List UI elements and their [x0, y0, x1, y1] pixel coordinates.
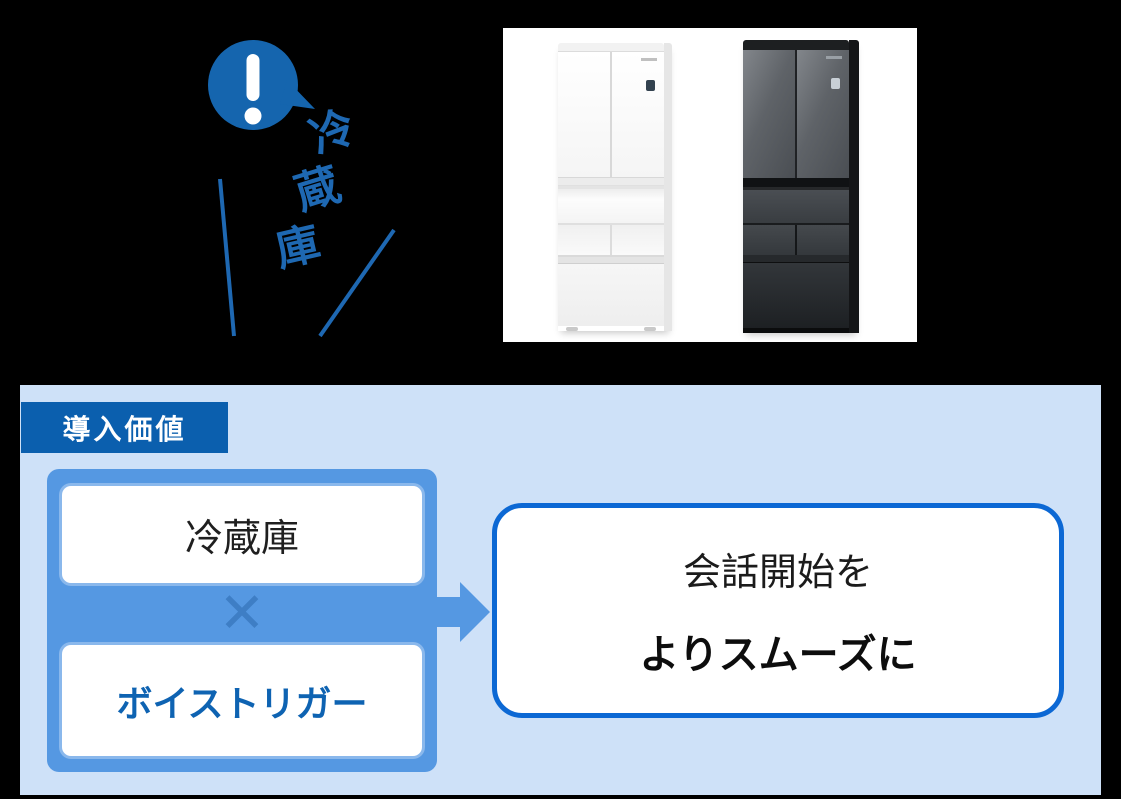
combination-group: 冷蔵庫 ✕ ボイストリガー: [47, 469, 437, 772]
brand-mark: [826, 56, 842, 59]
right-arrow-icon: [437, 597, 460, 627]
fridge-top-cap: [558, 43, 664, 52]
emphasis-line-left: [218, 178, 236, 337]
white-refrigerator-image: [558, 43, 672, 332]
fridge-drawer: [558, 254, 664, 327]
fridge-drawer: [797, 225, 849, 255]
fridge-drawer: [743, 255, 849, 328]
factor-label: ボイストリガー: [116, 682, 368, 724]
vertical-label: 冷 蔵 庫: [0, 0, 450, 360]
vertical-label-char: 蔵: [289, 159, 347, 220]
black-refrigerator-image: [743, 40, 859, 333]
badge: 導入価値: [21, 402, 228, 453]
fridge-half-drawers: [558, 225, 664, 255]
fridge-drawer: [743, 187, 849, 225]
exclamation-icon: [244, 54, 262, 125]
value-panel: 導入価値 冷蔵庫 ✕ ボイストリガー 会話開始を よりスムーズに: [20, 385, 1101, 795]
fridge-half-drawers: [743, 225, 849, 255]
fridge-drawer: [612, 225, 664, 255]
fridge-doors: [558, 51, 664, 177]
brand-mark: [641, 57, 657, 61]
plasmacluster-badge-icon: [646, 79, 655, 91]
vertical-label-char: 庫: [270, 218, 325, 277]
factor-label: 冷蔵庫: [184, 518, 299, 560]
factor-box-refrigerator: 冷蔵庫: [62, 486, 422, 583]
fridge-handle-strip: [743, 178, 849, 187]
fridge-feet: [743, 328, 849, 333]
result-box: 会話開始を よりスムーズに: [492, 503, 1064, 718]
fridge-drawer: [558, 225, 610, 255]
fridge-door-left: [558, 51, 610, 177]
result-line: 会話開始を: [682, 552, 873, 594]
bubble-tail-icon: [280, 80, 315, 109]
right-arrow-icon: [460, 582, 490, 642]
fridge-feet: [558, 326, 664, 332]
fridge-top-cap: [743, 40, 849, 50]
fridge-door-right: [797, 50, 849, 178]
fridge-drawer: [558, 185, 664, 226]
vertical-label-char: 冷: [303, 101, 363, 164]
factor-box-voice-trigger: ボイストリガー: [62, 645, 422, 756]
fridge-handle-strip: [558, 256, 664, 264]
fridge-handle-strip: [558, 176, 664, 186]
speech-bubble-graphic: [208, 40, 396, 338]
emphasis-line-right: [318, 228, 396, 338]
multiply-icon: ✕: [218, 581, 266, 644]
fridge-doors: [743, 50, 849, 178]
product-photo: [503, 28, 917, 342]
fridge-door-right: [612, 51, 664, 177]
badge-label: 導入価値: [62, 413, 187, 445]
fridge-door-left: [743, 50, 795, 178]
plasmacluster-badge-icon: [831, 78, 840, 89]
fridge-handle-strip: [743, 255, 849, 263]
result-line: よりスムーズに: [639, 633, 917, 677]
fridge-drawer: [743, 225, 795, 255]
